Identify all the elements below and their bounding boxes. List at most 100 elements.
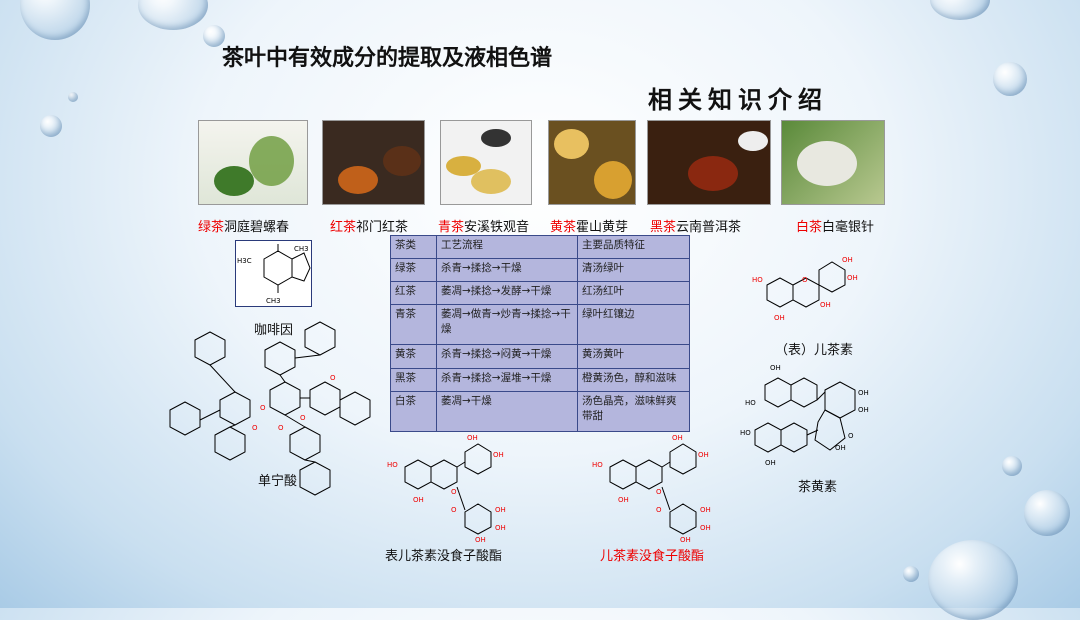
water-drop	[930, 0, 990, 20]
svg-text:HO: HO	[592, 461, 603, 469]
table-row: 青茶萎凋→做青→炒青→揉捻→干燥绿叶红镶边	[390, 304, 690, 346]
svg-text:OH: OH	[467, 434, 478, 442]
cell: 绿叶红镶边	[577, 304, 690, 346]
methyl-label: H3C	[237, 257, 252, 265]
cell: 青茶	[390, 304, 437, 346]
table-row: 绿茶杀青→揉捻→干燥清汤绿叶	[390, 258, 690, 283]
water-drop	[68, 92, 78, 102]
water-drop	[1024, 490, 1070, 536]
cell: 萎凋→干燥	[436, 390, 578, 433]
svg-text:OH: OH	[495, 506, 506, 514]
svg-text:OH: OH	[700, 506, 711, 514]
svg-text:OH: OH	[770, 364, 781, 372]
water-drop	[928, 540, 1018, 620]
header-cell: 工艺流程	[436, 234, 578, 260]
water-drop	[40, 115, 62, 137]
svg-text:OH: OH	[765, 459, 776, 467]
svg-text:OH: OH	[842, 256, 853, 264]
svg-text:O: O	[656, 488, 662, 496]
caffeine-structure: H3C CH3 CH3	[235, 240, 312, 307]
header-cell: 主要品质特征	[577, 234, 690, 260]
cell: 杀青→揉捻→渥堆→干燥	[436, 367, 578, 392]
black-tea-photo	[322, 120, 425, 205]
methyl-label: CH3	[266, 297, 281, 305]
cell: 清汤绿叶	[577, 258, 690, 283]
caffeine-label: 咖啡因	[254, 323, 294, 338]
header-cell: 茶类	[390, 234, 437, 260]
svg-text:OH: OH	[495, 524, 506, 532]
tea-caption: 黄茶霍山黄芽	[550, 220, 629, 235]
tea-caption: 白茶白毫银针	[796, 220, 875, 235]
water-drop	[1002, 456, 1022, 476]
cell: 汤色晶亮，滋味鲜爽带甜	[577, 390, 690, 433]
svg-text:OH: OH	[672, 434, 683, 442]
svg-text:OH: OH	[774, 314, 785, 322]
cell: 白茶	[390, 390, 437, 433]
cell: 杀青→揉捻→闷黄→干燥	[436, 344, 578, 369]
cg-label: 儿茶素没食子酸酯	[600, 549, 705, 564]
cell: 绿茶	[390, 258, 437, 283]
svg-text:O: O	[656, 506, 662, 514]
pu-erh-tea-photo	[647, 120, 771, 205]
svg-text:O: O	[252, 424, 258, 432]
tea-caption: 绿茶洞庭碧螺春	[198, 220, 290, 235]
water-drop	[138, 0, 208, 30]
water-drop	[20, 0, 90, 40]
cell: 红汤红叶	[577, 281, 690, 306]
cell: 黑茶	[390, 367, 437, 392]
cell: 红茶	[390, 281, 437, 306]
slide-title: 茶叶中有效成分的提取及液相色谱	[222, 46, 553, 71]
svg-text:O: O	[451, 488, 457, 496]
svg-text:O: O	[260, 404, 266, 412]
theaflavin-label: 茶黄素	[798, 480, 838, 495]
tea-caption: 青茶安溪铁观音	[438, 220, 530, 235]
catechin-label: （表）儿茶素	[775, 343, 854, 358]
tea-process-table: 茶类工艺流程主要品质特征 绿茶杀青→揉捻→干燥清汤绿叶 红茶萎凋→揉捻→发酵→干…	[390, 234, 690, 433]
cell: 萎凋→揉捻→发酵→干燥	[436, 281, 578, 306]
cell: 杀青→揉捻→干燥	[436, 258, 578, 283]
svg-text:OH: OH	[475, 536, 486, 542]
svg-text:OH: OH	[858, 406, 869, 414]
cell: 黄茶	[390, 344, 437, 369]
svg-text:OH: OH	[618, 496, 629, 504]
tea-caption: 黑茶云南普洱茶	[650, 220, 742, 235]
svg-text:HO: HO	[745, 399, 756, 407]
water-drop	[203, 25, 225, 47]
svg-text:O: O	[802, 276, 808, 284]
ecg-label: 表儿茶素没食子酸酯	[385, 549, 503, 564]
svg-text:OH: OH	[847, 274, 858, 282]
svg-text:OH: OH	[820, 301, 831, 309]
svg-text:OH: OH	[700, 524, 711, 532]
cell: 橙黄汤色，醇和滋味	[577, 367, 690, 392]
white-tea-photo	[781, 120, 885, 205]
tannin-label: 单宁酸	[258, 474, 298, 489]
svg-text:O: O	[848, 432, 854, 440]
svg-text:HO: HO	[387, 461, 398, 469]
svg-text:HO: HO	[752, 276, 763, 284]
green-tea-photo	[198, 120, 308, 205]
slide-subtitle: 相关知识介绍	[648, 85, 828, 114]
svg-text:OH: OH	[680, 536, 691, 542]
water-drop	[993, 62, 1027, 96]
table-row: 白茶萎凋→干燥汤色晶亮，滋味鲜爽带甜	[390, 390, 690, 433]
cell: 黄汤黄叶	[577, 344, 690, 369]
svg-text:OH: OH	[493, 451, 504, 459]
svg-text:HO: HO	[740, 429, 751, 437]
svg-text:O: O	[451, 506, 457, 514]
yellow-tea-photo	[548, 120, 636, 205]
methyl-label: CH3	[294, 245, 309, 253]
table-row: 红茶萎凋→揉捻→发酵→干燥红汤红叶	[390, 281, 690, 306]
oolong-tea-photo	[440, 120, 532, 205]
svg-text:O: O	[330, 374, 336, 382]
catechin-structure: HO OH OH OH OH O	[752, 256, 858, 322]
water-drop	[903, 566, 919, 582]
table-row: 黑茶杀青→揉捻→渥堆→干燥橙黄汤色，醇和滋味	[390, 367, 690, 392]
cell: 萎凋→做青→炒青→揉捻→干燥	[436, 304, 578, 346]
svg-text:OH: OH	[858, 389, 869, 397]
tea-caption: 红茶祁门红茶	[330, 220, 409, 235]
svg-text:O: O	[300, 414, 306, 422]
table-header-row: 茶类工艺流程主要品质特征	[390, 234, 690, 260]
